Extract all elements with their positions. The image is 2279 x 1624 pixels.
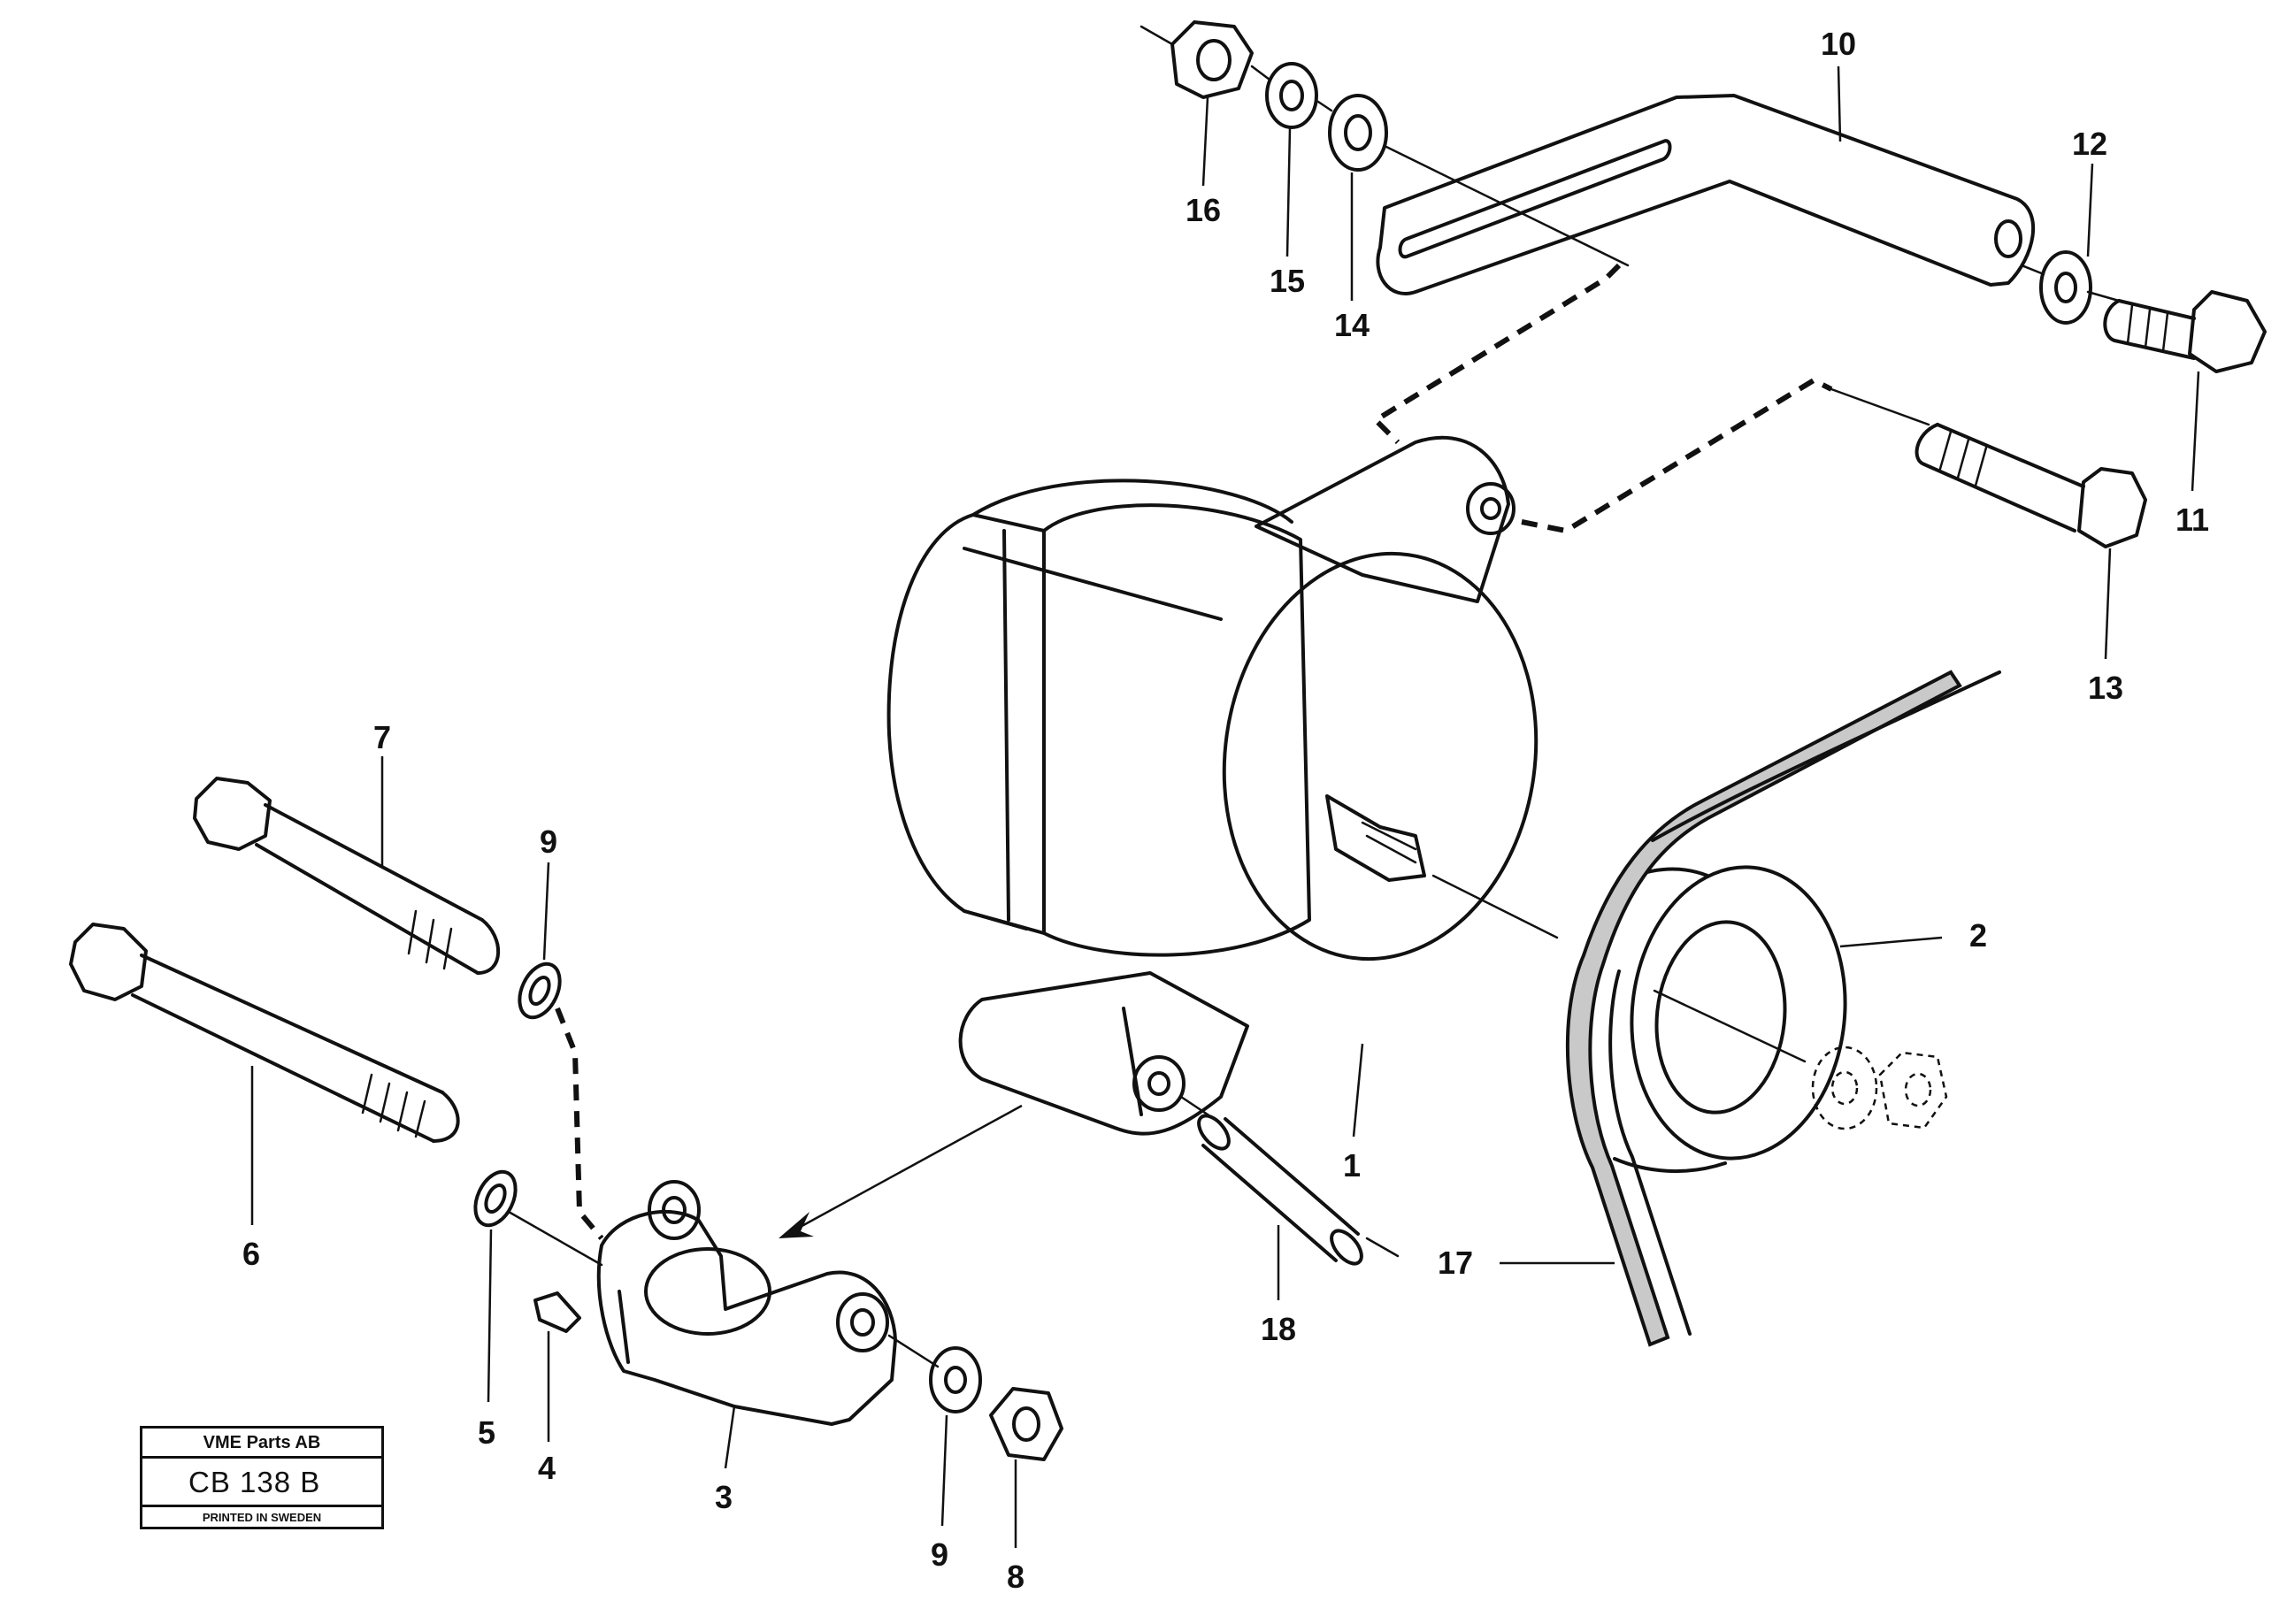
centreline-sleeve [1179, 1095, 1400, 1258]
callout-3: 3 [715, 1479, 733, 1515]
leader-lines [250, 65, 2200, 1548]
stamp-revision: B [300, 1466, 321, 1498]
centreline-bracket-nut [887, 1334, 940, 1368]
mounting-bracket [596, 1180, 897, 1426]
bolt-11 [2103, 290, 2267, 373]
bolt-13 [1915, 423, 2147, 548]
assembly-arrowhead [779, 1212, 814, 1238]
callout-1: 1 [1343, 1147, 1361, 1184]
spacer-sleeve [1197, 1114, 1363, 1266]
callout-10: 10 [1821, 26, 1856, 62]
bolt-long [69, 923, 460, 1143]
stamp-company: VME Parts AB [142, 1429, 381, 1459]
callout-6: 6 [242, 1236, 260, 1272]
drive-belt [1565, 670, 2001, 1347]
centreline-bolt-13 [1830, 387, 1930, 426]
title-stamp: VME Parts AB CB 138 B PRINTED IN SWEDEN [140, 1426, 384, 1529]
dashed-assembly-line-right [1521, 377, 1833, 534]
bolt-centreline-6 [507, 1210, 603, 1267]
ghost-washer-nut [1811, 1046, 1948, 1130]
callout-8: 8 [1007, 1559, 1024, 1595]
nut-16 [1170, 20, 1254, 99]
dashed-assembly-line-upper [1371, 263, 1622, 445]
pulley [1613, 865, 1847, 1174]
alternator [886, 435, 1539, 1136]
callout-2: 2 [1969, 917, 1987, 954]
adjusting-arm [1376, 94, 2036, 295]
callout-11: 11 [2175, 502, 2209, 538]
callout-15: 15 [1270, 263, 1305, 299]
callout-7: 7 [373, 719, 391, 755]
callout-16: 16 [1186, 192, 1221, 228]
callout-4: 4 [538, 1450, 556, 1486]
stamp-code: CB 138 [188, 1466, 292, 1498]
callout-labels: 1 2 3 4 5 6 7 8 9 9 10 11 12 13 14 15 16… [242, 26, 2209, 1595]
pin [533, 1291, 581, 1333]
callout-18: 18 [1261, 1311, 1296, 1347]
callout-9-lower: 9 [931, 1536, 948, 1573]
bolt-short [193, 777, 501, 975]
centreline-bolt-11 [2020, 264, 2121, 303]
flat-washer-14 [1328, 94, 1388, 172]
callout-12: 12 [2072, 126, 2107, 162]
dashed-assembly-line-left [555, 1007, 604, 1240]
nut-8 [989, 1387, 1063, 1461]
callout-9-upper: 9 [540, 823, 557, 860]
callout-5: 5 [478, 1414, 495, 1451]
washer-12 [2039, 250, 2092, 325]
lock-washer-15 [1265, 62, 1318, 129]
callout-13: 13 [2088, 670, 2123, 706]
assembly-arrow [787, 1104, 1023, 1236]
centreline-upper-stack [1140, 25, 1630, 267]
callout-14: 14 [1334, 307, 1370, 343]
stamp-note: PRINTED IN SWEDEN [202, 1511, 322, 1524]
lock-washer-9-upper [518, 961, 562, 1020]
callout-17: 17 [1438, 1245, 1473, 1281]
stamp-code-row: CB 138 B [142, 1459, 381, 1507]
lock-washer-5 [473, 1169, 518, 1228]
washer-9-lower [929, 1346, 982, 1413]
